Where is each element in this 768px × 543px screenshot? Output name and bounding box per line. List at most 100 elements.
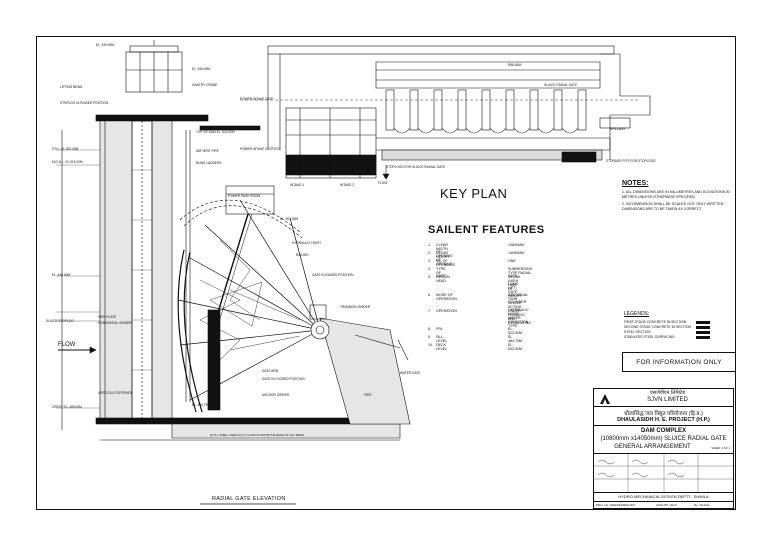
feature-label: DESIGN HEAD bbox=[436, 275, 450, 283]
feature-label: FRL bbox=[436, 327, 443, 331]
label-anchor-girder: ANCHOR GIRDER bbox=[262, 393, 290, 397]
label-stoplog-raised: STOPLOG IN RAISED POSITION bbox=[60, 101, 109, 105]
key-plan-labels: POWER INTAKE GATE POWER INTAKE STOPLOG S… bbox=[240, 63, 655, 187]
project-hindi: धौलासिद्ध जल विद्युत परियोजना (हि.प्र.) bbox=[624, 411, 703, 417]
label-el-left: EL. 495.00M bbox=[52, 273, 70, 277]
feature-label: SILL LEVEL bbox=[436, 335, 448, 343]
elevation-title: RADIAL GATE ELEVATION bbox=[212, 496, 286, 502]
label-flow: FLOW bbox=[58, 342, 76, 348]
key-plan-title: KEY PLAN bbox=[440, 186, 508, 201]
feature-label: No. OF OPENINGS bbox=[436, 259, 455, 267]
note-line: 2. NO DIMENSION SHALL BE SCALED OUT. ONL… bbox=[622, 202, 724, 212]
legend-swatch bbox=[696, 336, 710, 339]
label-railing: RAILING bbox=[296, 253, 309, 257]
feature-value: EL 522.00M bbox=[508, 327, 522, 335]
label-railway: RAILWAY bbox=[508, 63, 523, 67]
label-gantry-crane: GANTRY CRANE bbox=[192, 83, 217, 87]
feature-value: AND REGULATING TYPE bbox=[508, 317, 532, 329]
drawing-title-1: DAM COMPLEX bbox=[641, 428, 686, 434]
key-plan-drawing bbox=[240, 45, 651, 180]
feature-number: 5. bbox=[428, 275, 431, 279]
label-water-gate: WATER GATE bbox=[400, 371, 420, 375]
legend-label: FIRST STAGE CONCRETE IN SECTION bbox=[624, 320, 687, 324]
drawing-sheet-border bbox=[36, 36, 736, 510]
project-name: DHAULASIDH H. E. PROJECT (H.P.) bbox=[617, 417, 710, 423]
label-top-of-dam: TOP OF DAM EL. 532.00M bbox=[196, 130, 235, 134]
label-trunnion-girder: TRUNNION GIRDER bbox=[340, 305, 371, 309]
feature-value: 10800MM bbox=[508, 243, 524, 247]
legend-item: FIRST STAGE CONCRETE IN SECTION bbox=[624, 320, 724, 325]
drawing-scale: No. SCALE bbox=[694, 503, 710, 507]
note-line: 1. ALL DIMENSIONS ARE IN MILLIMETRES AND… bbox=[622, 190, 730, 199]
feature-number: 10. bbox=[428, 343, 433, 347]
label-lifting-beam: LIFTING BEAM bbox=[60, 85, 82, 89]
feature-value: SUBMERGING TYPE RADIAL GATE bbox=[508, 267, 533, 279]
feature-number: 4. bbox=[428, 267, 431, 271]
label-power-intake-gate: POWER INTAKE GATE bbox=[240, 97, 274, 101]
feature-value: HALF OF GATE HEIGHT bbox=[508, 283, 522, 298]
company-hindi: एसजेवीएन लिमिटेड bbox=[649, 390, 686, 396]
sheet-number: SHEET 1 OF 1 bbox=[711, 446, 730, 450]
notes-title: NOTES: bbox=[622, 180, 649, 187]
company-name: SJVN LIMITED bbox=[647, 397, 688, 403]
feature-number: 1. bbox=[428, 243, 431, 247]
legend-swatch bbox=[696, 326, 710, 329]
label-storage-pits: STORAGE PITS FOR STOPLOGS bbox=[606, 159, 655, 163]
label-intake-2: INTAKE-2 bbox=[340, 183, 354, 187]
feature-label: OPERATION bbox=[436, 309, 457, 313]
label-el-gantry: EL. 526.00M bbox=[192, 67, 210, 71]
elevation-labels: EL. 539.00M LIFTING BEAM STOPLOG IN RAIS… bbox=[46, 43, 420, 437]
label-frl: F.R.L. EL 522.00M bbox=[52, 147, 79, 151]
feature-value: INDIVIDUAL TWIN CYLINDER bbox=[508, 293, 529, 305]
label-sluice-stoplog: SLUICE STOPLOG bbox=[46, 319, 74, 323]
title-block: एसजेवीएन लिमिटेड SJVN LIMITED धौलासिद्ध … bbox=[593, 388, 734, 509]
drawing-number: DRG. No. DHE/HM/SRG-001 bbox=[596, 503, 636, 507]
label-steel-liner: 20 TH. STEEL LINER (16) 1.0 & 3M U/S FRO… bbox=[210, 433, 305, 437]
label-pier: PIER bbox=[364, 393, 372, 397]
label-el-top: EL. 539.00M bbox=[96, 43, 114, 47]
feature-value: EL 484.75M bbox=[508, 335, 522, 343]
feature-label: CLEAR HEIGHT OF OPENING bbox=[436, 251, 453, 266]
label-crest: CREST EL. 485.00M bbox=[52, 405, 82, 409]
notes-block: NOTES: 1. ALL DIMENSIONS ARE IN MILLIMET… bbox=[622, 180, 732, 215]
feature-value: SINGLE ACTING HYDRAULIC HOIST bbox=[508, 301, 529, 316]
legends-block: LEGENDS: FIRST STAGE CONCRETE IN SECTION… bbox=[624, 311, 724, 340]
legend-label: SECOND STAGE CONCRETE IN SECTION bbox=[624, 325, 692, 329]
drawing-title-2: (10800mm x14050mm) SLUICE RADIAL GATE bbox=[600, 436, 727, 442]
label-air-vent: AIR VENT PIPE bbox=[196, 149, 219, 153]
legend-swatch bbox=[696, 331, 710, 334]
feature-label: DECK LEVEL bbox=[436, 343, 448, 351]
legend-label: STEEL SECTION bbox=[624, 330, 651, 334]
department-name: HYDRO-MECHANICAL DESIGN DEPTT., SHIMLA bbox=[618, 494, 709, 499]
label-el-pack: EL. 501.00M bbox=[280, 217, 298, 221]
feature-number: 9. bbox=[428, 335, 431, 339]
feature-value: 30.25M (HIGH LONG LIFT) bbox=[508, 275, 520, 290]
legend-item: STEEL SECTION bbox=[624, 330, 724, 335]
label-horizontal-girder: HORIZONTAL GIRDER bbox=[98, 321, 132, 325]
feature-label: MODE OF OPERATION bbox=[436, 293, 457, 301]
feature-label: TYPE OF GATE bbox=[436, 267, 446, 279]
feature-number: 7. bbox=[428, 309, 431, 313]
label-spillway: SPILLWAY bbox=[610, 127, 626, 131]
label-gate-closed: GATE IN CLOSED POSITION bbox=[262, 377, 305, 381]
label-power-intake-stoplog: POWER INTAKE STOPLOG bbox=[240, 147, 281, 151]
label-intake-1: INTAKE-1 bbox=[290, 183, 304, 187]
label-power-pack-room: POWER PACK ROOM bbox=[228, 194, 261, 198]
sjvn-logo-icon bbox=[600, 394, 610, 404]
legend-swatch bbox=[696, 321, 710, 324]
label-mddl: M.D.D.L. EL 515.00M bbox=[52, 160, 83, 164]
label-gate-raised: GATE IN RAISED POSITION bbox=[312, 273, 354, 277]
label-vertical-stiffener: VERTICAL STIFFENER bbox=[98, 391, 133, 395]
signature-grid bbox=[594, 454, 733, 492]
for-information-only-box: FOR INFORMATION ONLY bbox=[622, 352, 736, 372]
label-key-flow: FLOW bbox=[378, 181, 387, 185]
feature-number: 8. bbox=[428, 327, 431, 331]
label-rung-ladder: RUNG LADDERS bbox=[196, 161, 221, 165]
label-skin-plate: SKIN PLATE bbox=[98, 315, 116, 319]
feature-number: 2. bbox=[428, 251, 431, 255]
label-sluice-radial-gate: SLUICE RADIAL GATE bbox=[544, 83, 577, 87]
label-stoplog-sluice: STOPLOGS FOR SLUICE RADIAL GATE bbox=[386, 165, 445, 169]
label-gate-arm: GATE ARM bbox=[262, 369, 279, 373]
legends-title: LEGENDS: bbox=[624, 311, 650, 317]
